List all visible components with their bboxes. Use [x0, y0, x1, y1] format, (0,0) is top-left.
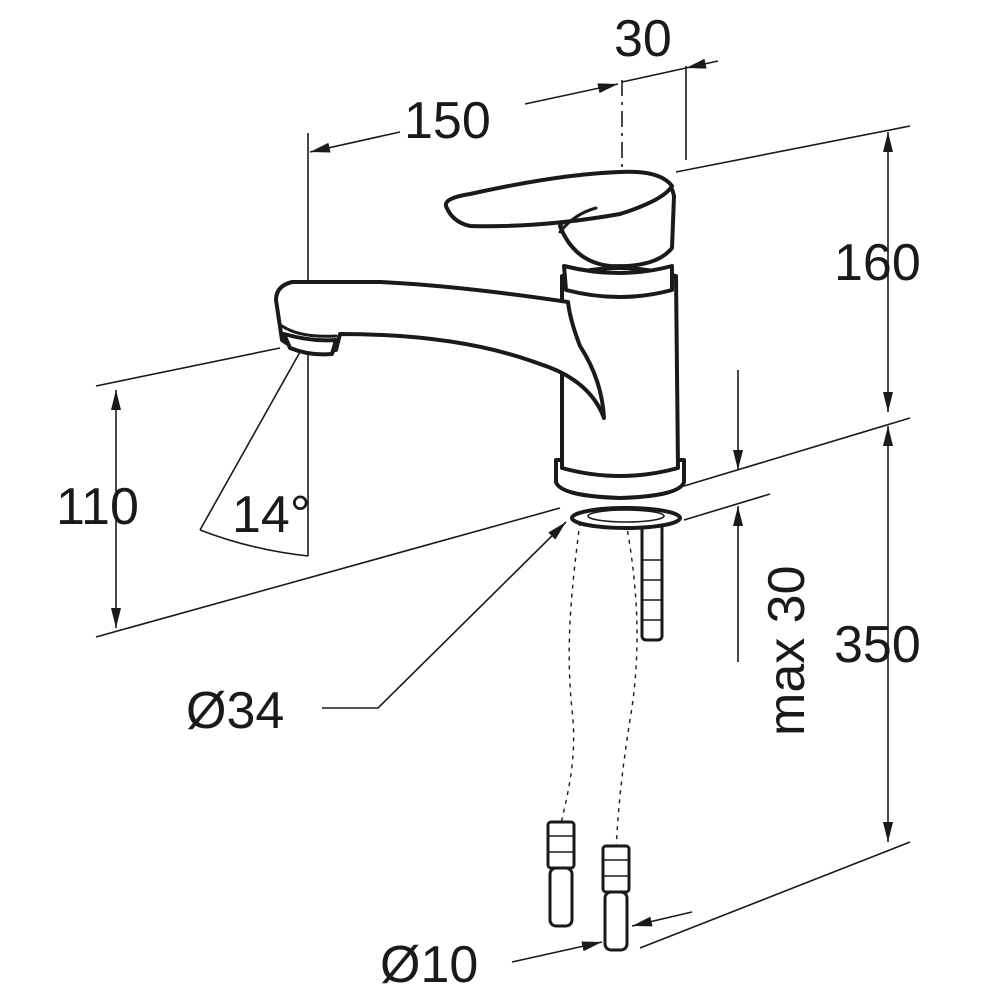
dim-34-label: Ø34 [186, 682, 284, 740]
dim-14deg-label: 14° [232, 486, 311, 544]
dim-150-line [309, 131, 401, 153]
dim-30-label: 30 [614, 10, 672, 68]
dim-max30-label: max 30 [758, 565, 816, 736]
dimension-lines [111, 58, 893, 963]
dim-10-arrow-right [631, 911, 693, 927]
dim-10-label: Ø10 [380, 936, 478, 994]
hoses [546, 518, 664, 952]
dim-34-leader [322, 521, 567, 709]
mounting-flange [570, 506, 682, 530]
dim-150-label: 150 [404, 92, 491, 150]
extension-lines [95, 66, 911, 949]
dim-350-label: 350 [834, 616, 921, 674]
dim-10-arrow-left [511, 941, 603, 963]
dim-160-label: 160 [834, 234, 921, 292]
faucet-body [274, 169, 686, 500]
dim-30-line [621, 67, 687, 83]
spray-angle [199, 351, 309, 557]
dim-110-label: 110 [56, 478, 139, 536]
